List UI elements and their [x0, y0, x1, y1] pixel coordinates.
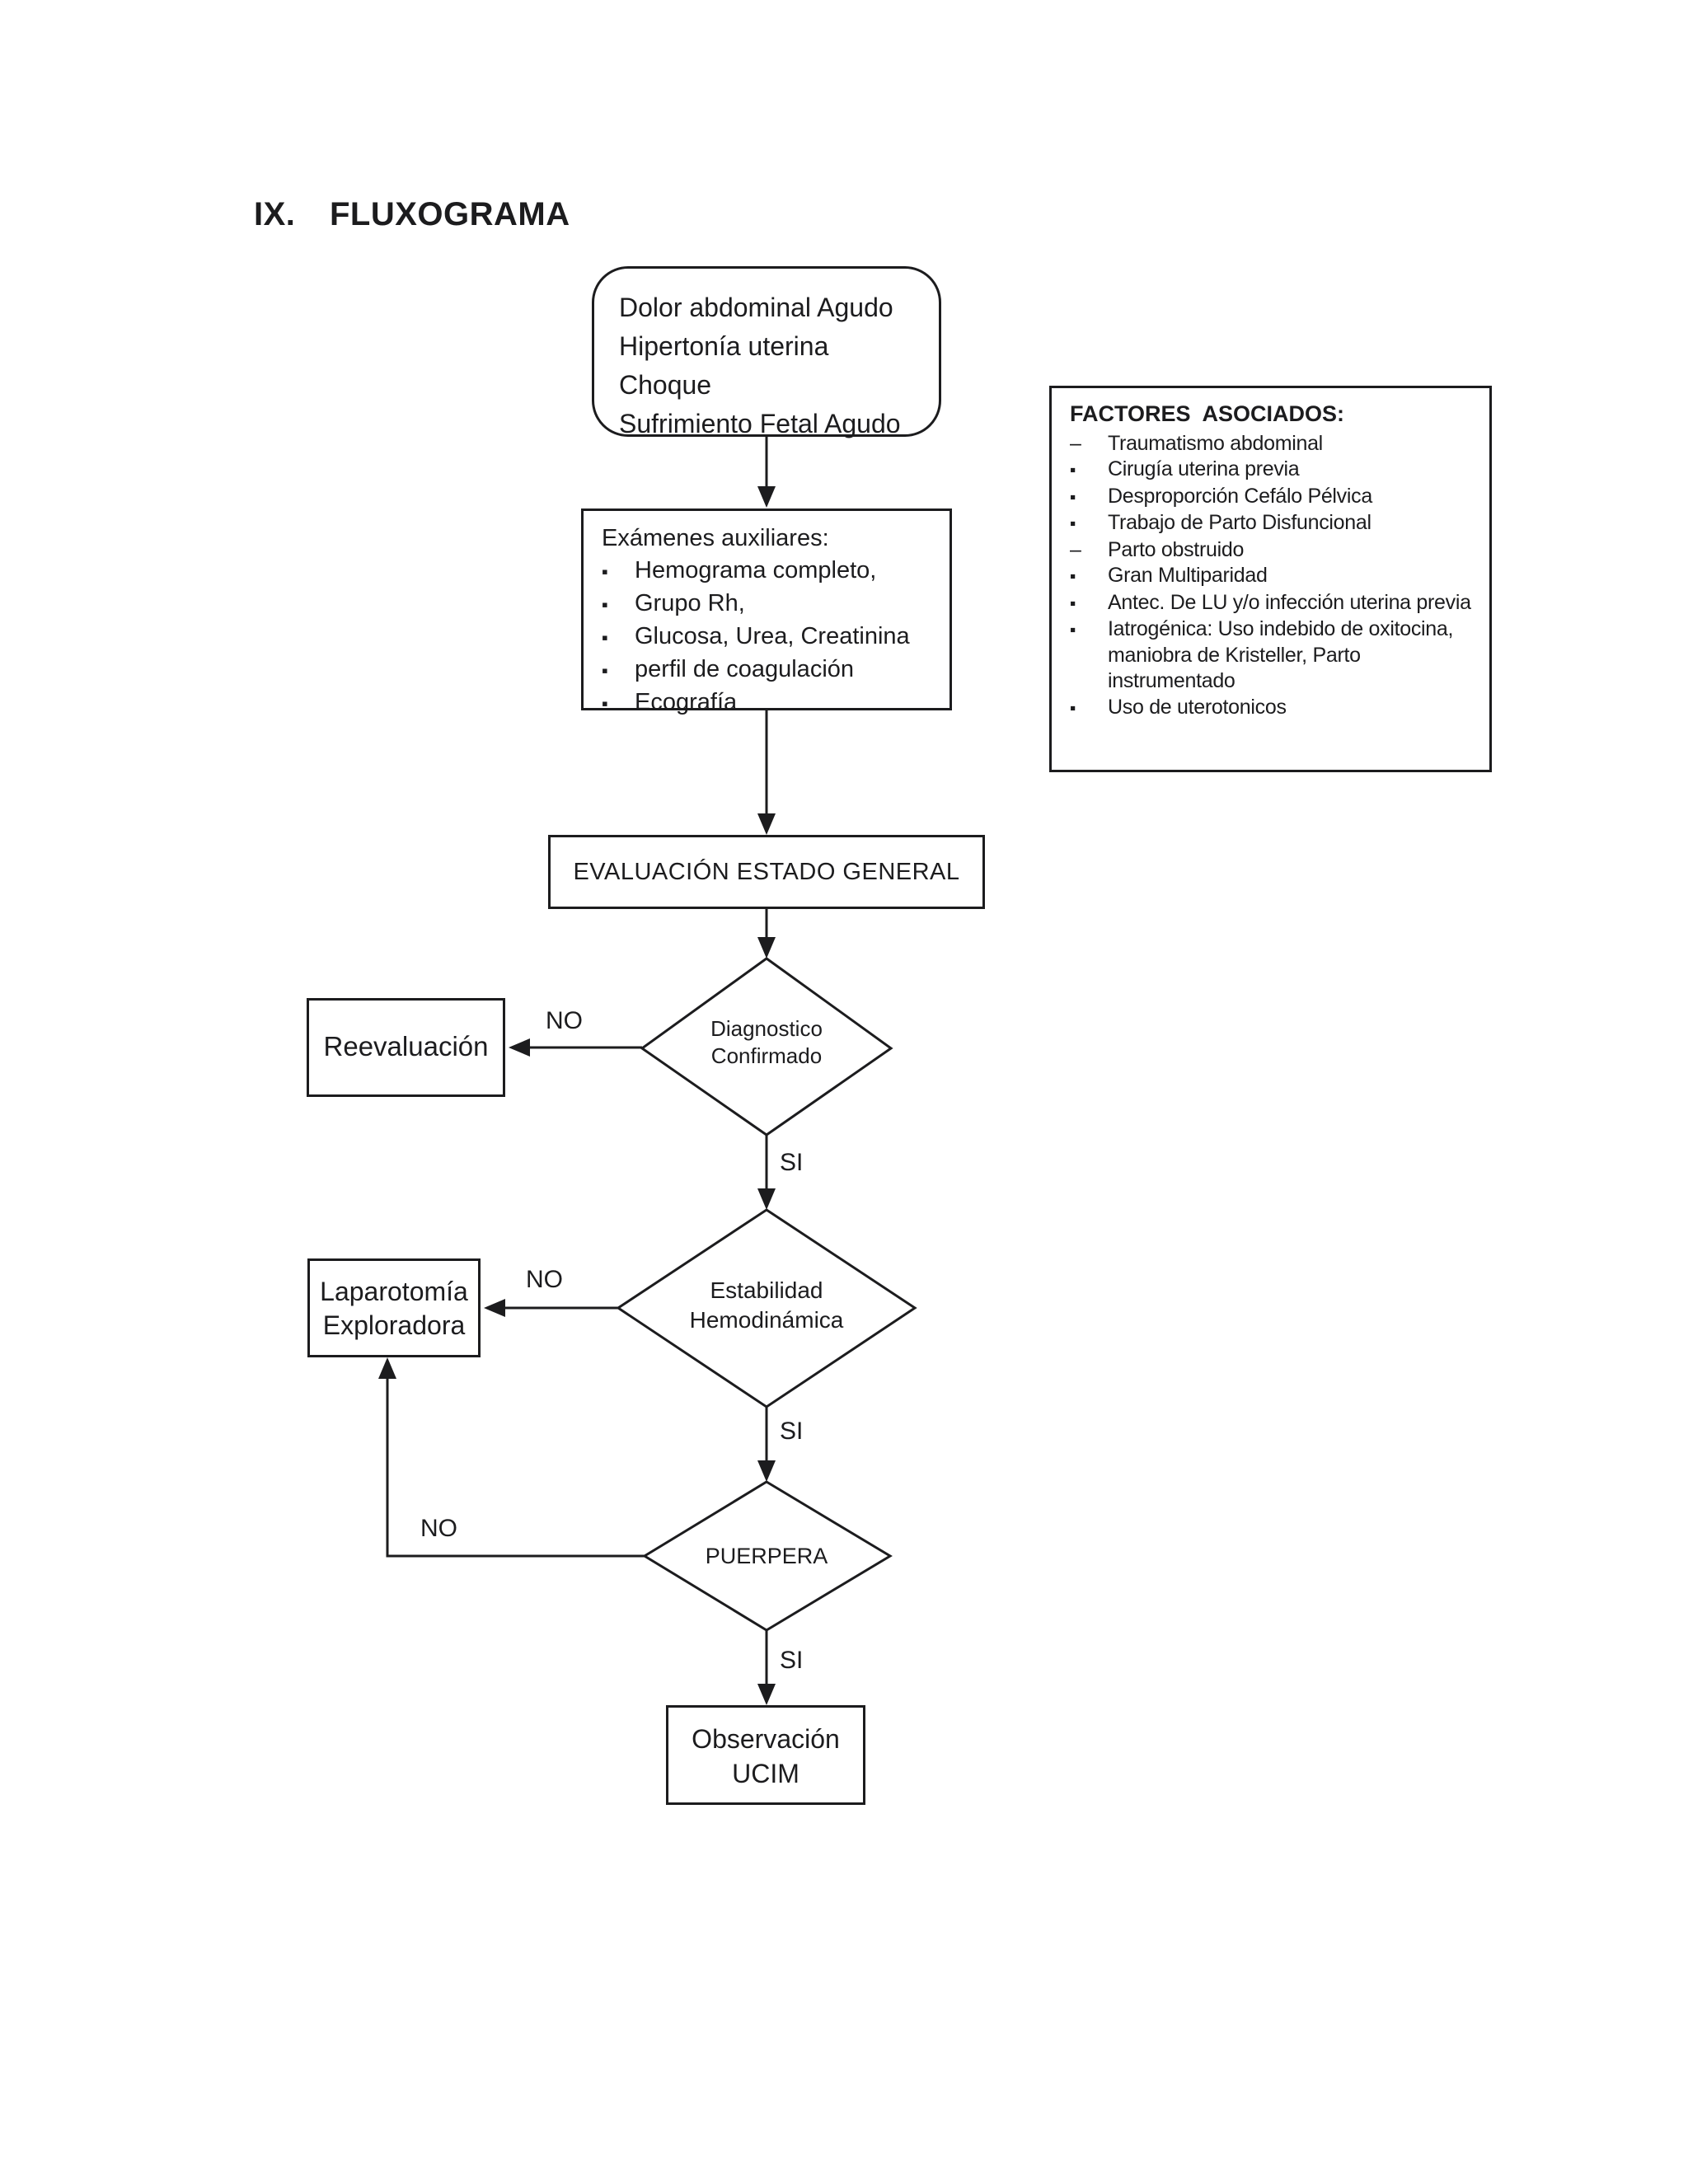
page-title-text: FLUXOGRAMA	[330, 196, 570, 232]
start-node-line: Hipertonía uterina	[619, 331, 829, 361]
list-item-text: Traumatismo abdominal	[1108, 431, 1323, 455]
list-item: ▪ Ecografía	[602, 687, 945, 719]
start-node-line: Choque	[619, 370, 712, 400]
arrowhead-up-icon	[378, 1357, 396, 1379]
list-item: ▪ Glucosa, Urea, Creatinina	[602, 621, 945, 654]
list-item: ▪ Antec. De LU y/o infección uterina pre…	[1068, 590, 1483, 617]
bullet-marker: ▪	[602, 627, 608, 648]
arrowhead-down-icon	[757, 1188, 776, 1210]
node-label-line: Exploradora	[322, 1310, 466, 1340]
bullet-marker: –	[1070, 537, 1081, 561]
list-item: ▪ Gran Multiparidad	[1068, 563, 1483, 590]
arrowhead-down-icon	[757, 1684, 776, 1705]
arrow-no-loop-to-laparotomia	[386, 1377, 645, 1558]
decision-label-line: Hemodinámica	[689, 1307, 844, 1333]
list-item-text: Gran Multiparidad	[1108, 564, 1268, 587]
bullet-marker: ▪	[1070, 461, 1076, 480]
bullet-marker: ▪	[602, 693, 608, 714]
list-item: ▪ Cirugía uterina previa	[1068, 457, 1483, 484]
evaluacion-estado-general-box: EVALUACIÓN ESTADO GENERAL	[548, 835, 985, 909]
bullet-marker: ▪	[602, 660, 608, 681]
bullet-marker: ▪	[1070, 567, 1076, 586]
factores-list: – Traumatismo abdominal ▪ Cirugía uterin…	[1068, 431, 1483, 722]
arrowhead-down-icon	[757, 813, 776, 835]
arrowhead-down-icon	[757, 1460, 776, 1482]
start-node-line: Sufrimiento Fetal Agudo	[619, 409, 901, 438]
list-item: ▪ Uso de uterotonicos	[1068, 695, 1483, 722]
page-title: IX. FLUXOGRAMA	[254, 196, 570, 233]
arrowhead-left-icon	[484, 1299, 505, 1317]
decision-label-puerpera: PUERPERA	[705, 1544, 828, 1568]
edge-label-si-1: SI	[780, 1149, 804, 1176]
list-item: ▪ Grupo Rh,	[602, 588, 945, 621]
list-item-text: Uso de uterotonicos	[1108, 695, 1287, 719]
decision-diamond-estabilidad	[616, 1208, 917, 1408]
bullet-marker: ▪	[1070, 698, 1076, 718]
bullet-marker: ▪	[1070, 514, 1076, 533]
list-item-text: Cirugía uterina previa	[1108, 457, 1300, 480]
list-item-text: Trabajo de Parto Disfuncional	[1108, 511, 1372, 534]
list-item-text: perfil de coagulación	[635, 656, 855, 682]
list-item: – Parto obstruido	[1068, 537, 1483, 564]
start-node-lines: Dolor abdominal Agudo Hipertonía uterina…	[619, 288, 931, 443]
list-item-text: Ecografía	[635, 689, 738, 715]
start-node-line: Dolor abdominal Agudo	[619, 293, 893, 322]
node-label-line: UCIM	[732, 1759, 799, 1788]
arrowhead-left-icon	[509, 1038, 530, 1057]
list-item-text: Hemograma completo,	[635, 557, 877, 583]
edge-label-no-2: NO	[526, 1266, 563, 1293]
arrowhead-down-icon	[757, 486, 776, 508]
node-label-line: Laparotomía	[320, 1277, 468, 1306]
factores-asociados-box: FACTORES ASOCIADOS: – Traumatismo abdomi…	[1049, 386, 1492, 772]
bullet-marker: ▪	[1070, 593, 1076, 613]
list-item-text: Desproporción Cefálo Pélvica	[1108, 484, 1372, 508]
node-label-line: Observación	[692, 1724, 840, 1754]
edge-label-si-2: SI	[780, 1418, 804, 1445]
list-item-text: Iatrogénica: Uso indebido de oxitocina, …	[1108, 617, 1454, 692]
factores-heading: FACTORES ASOCIADOS:	[1070, 401, 1345, 426]
examenes-auxiliares-box: Exámenes auxiliares: ▪ Hemograma complet…	[581, 509, 952, 715]
decision-diamond-diagnostico	[640, 957, 893, 1137]
flow-node-start: Dolor abdominal Agudo Hipertonía uterina…	[592, 266, 941, 438]
examenes-list: ▪ Hemograma completo, ▪ Grupo Rh, ▪ Gluc…	[602, 555, 945, 719]
arrowhead-down-icon	[757, 937, 776, 958]
bullet-marker: ▪	[1070, 621, 1076, 640]
decision-label-line: Diagnostico	[710, 1016, 823, 1041]
list-item-text: Glucosa, Urea, Creatinina	[635, 623, 910, 649]
edge-label-si-3: SI	[780, 1647, 804, 1674]
decision-diamond-puerpera	[642, 1480, 893, 1632]
decision-label-line: Estabilidad	[710, 1277, 823, 1303]
decision-label-line: Confirmado	[710, 1043, 823, 1068]
edge-label-no-1: NO	[546, 1007, 583, 1034]
list-item: ▪ Desproporción Cefálo Pélvica	[1068, 484, 1483, 511]
list-item-text: Grupo Rh,	[635, 590, 745, 616]
bullet-marker: ▪	[602, 594, 608, 615]
page-title-number: IX.	[254, 196, 296, 232]
list-item-text: Parto obstruido	[1108, 537, 1245, 561]
bullet-marker: ▪	[1070, 487, 1076, 507]
edge-label-no-3: NO	[420, 1515, 457, 1542]
list-item: ▪ Hemograma completo,	[602, 555, 945, 588]
examenes-heading: Exámenes auxiliares:	[602, 525, 829, 551]
list-item: ▪ perfil de coagulación	[602, 654, 945, 687]
bullet-marker: ▪	[602, 561, 608, 582]
bullet-marker: –	[1070, 431, 1081, 455]
list-item-text: Antec. De LU y/o infección uterina previ…	[1108, 590, 1471, 614]
list-item: – Traumatismo abdominal	[1068, 431, 1483, 457]
reevaluacion-box: Reevaluación	[307, 998, 505, 1097]
list-item: ▪ Trabajo de Parto Disfuncional	[1068, 510, 1483, 537]
list-item: ▪ Iatrogénica: Uso indebido de oxitocina…	[1068, 616, 1483, 695]
